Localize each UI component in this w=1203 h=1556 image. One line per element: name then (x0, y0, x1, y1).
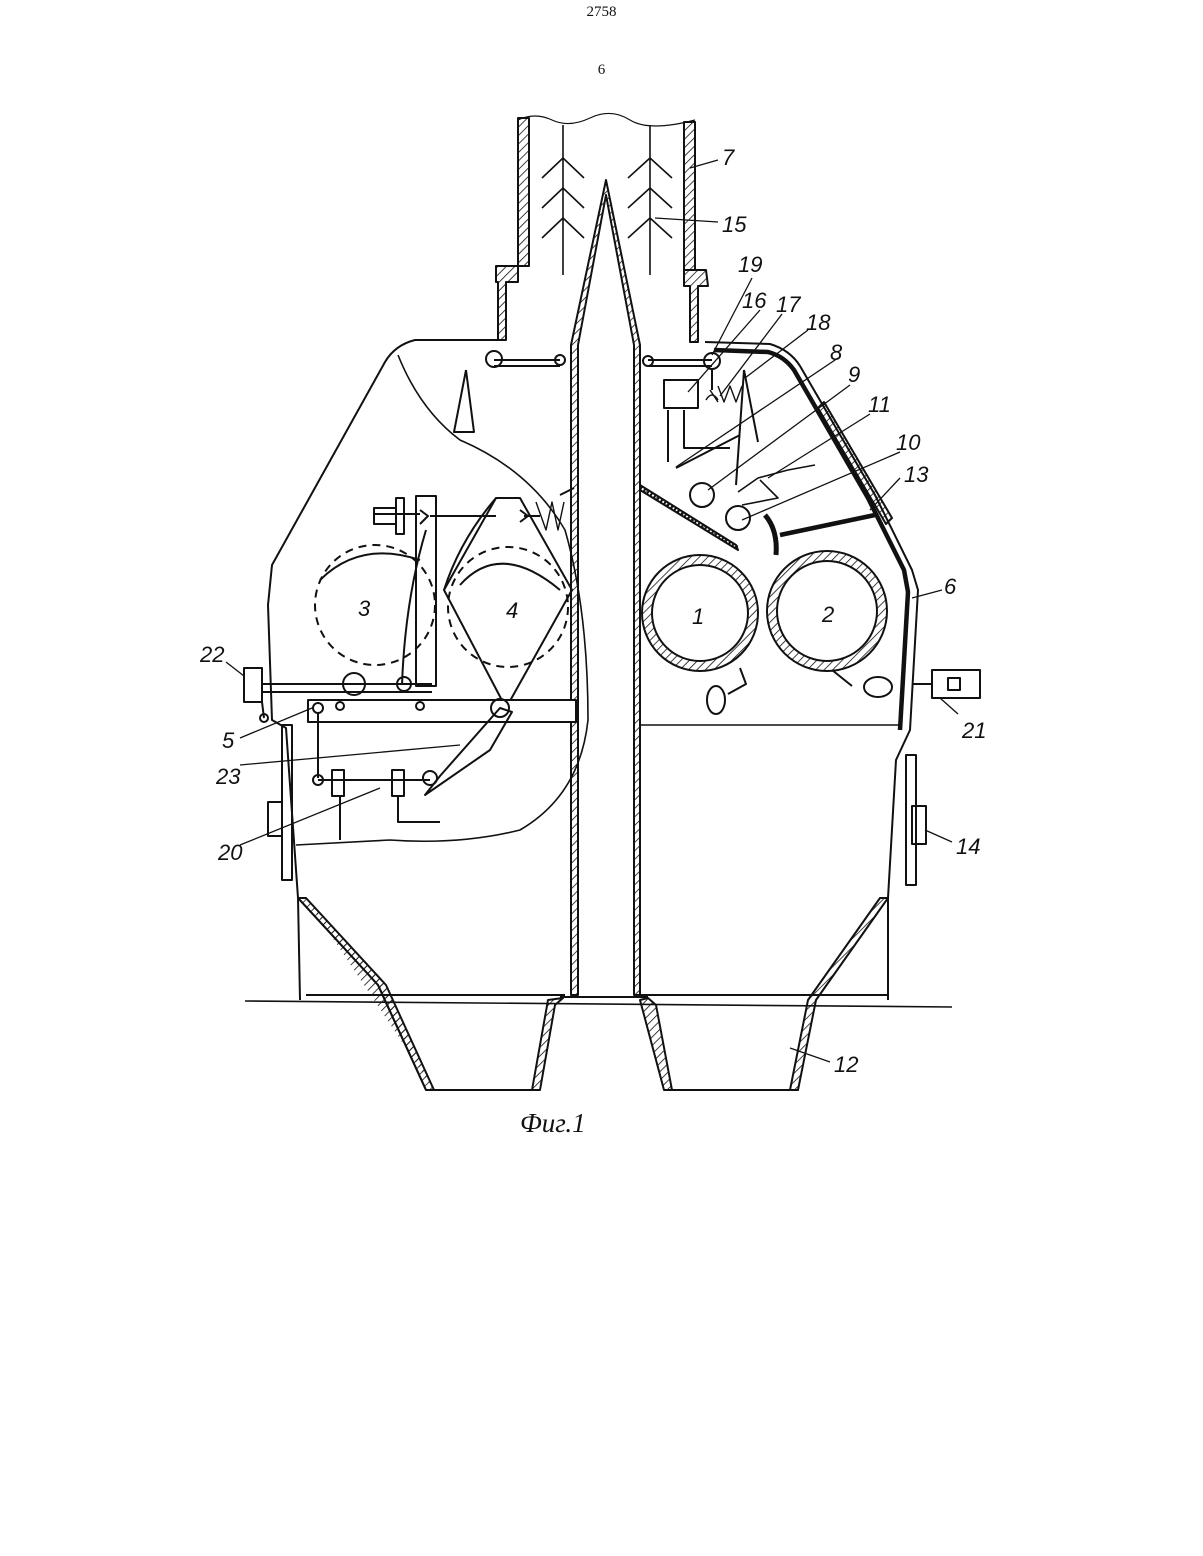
label-11: 11 (868, 392, 891, 417)
label-3: 3 (358, 596, 371, 621)
label-1: 1 (692, 604, 704, 629)
exhaust-pipe (496, 113, 708, 342)
label-16: 16 (742, 288, 767, 313)
label-10: 10 (896, 430, 921, 455)
label-9: 9 (848, 362, 860, 387)
label-21: 21 (961, 718, 986, 743)
label-6: 6 (944, 574, 957, 599)
figure-caption: Фиг.1 (520, 1108, 586, 1138)
central-partition (560, 180, 648, 997)
label-7: 7 (722, 145, 735, 170)
label-22: 22 (199, 642, 224, 667)
label-19: 19 (738, 252, 762, 277)
right-internals (640, 368, 892, 555)
floor-line (245, 1001, 952, 1007)
label-13: 13 (904, 462, 929, 487)
label-8: 8 (830, 340, 843, 365)
drum-1 (642, 555, 758, 714)
label-15: 15 (722, 212, 747, 237)
top-dampers (454, 351, 720, 432)
label-12: 12 (834, 1052, 858, 1077)
label-5: 5 (222, 728, 235, 753)
label-18: 18 (806, 310, 831, 335)
label-23: 23 (215, 764, 241, 789)
cutaway-boundary (296, 355, 588, 845)
label-4: 4 (506, 598, 518, 623)
label-14: 14 (956, 834, 980, 859)
label-2: 2 (821, 602, 834, 627)
label-17: 17 (776, 292, 801, 317)
left-internals (244, 488, 576, 880)
label-20: 20 (217, 840, 243, 865)
